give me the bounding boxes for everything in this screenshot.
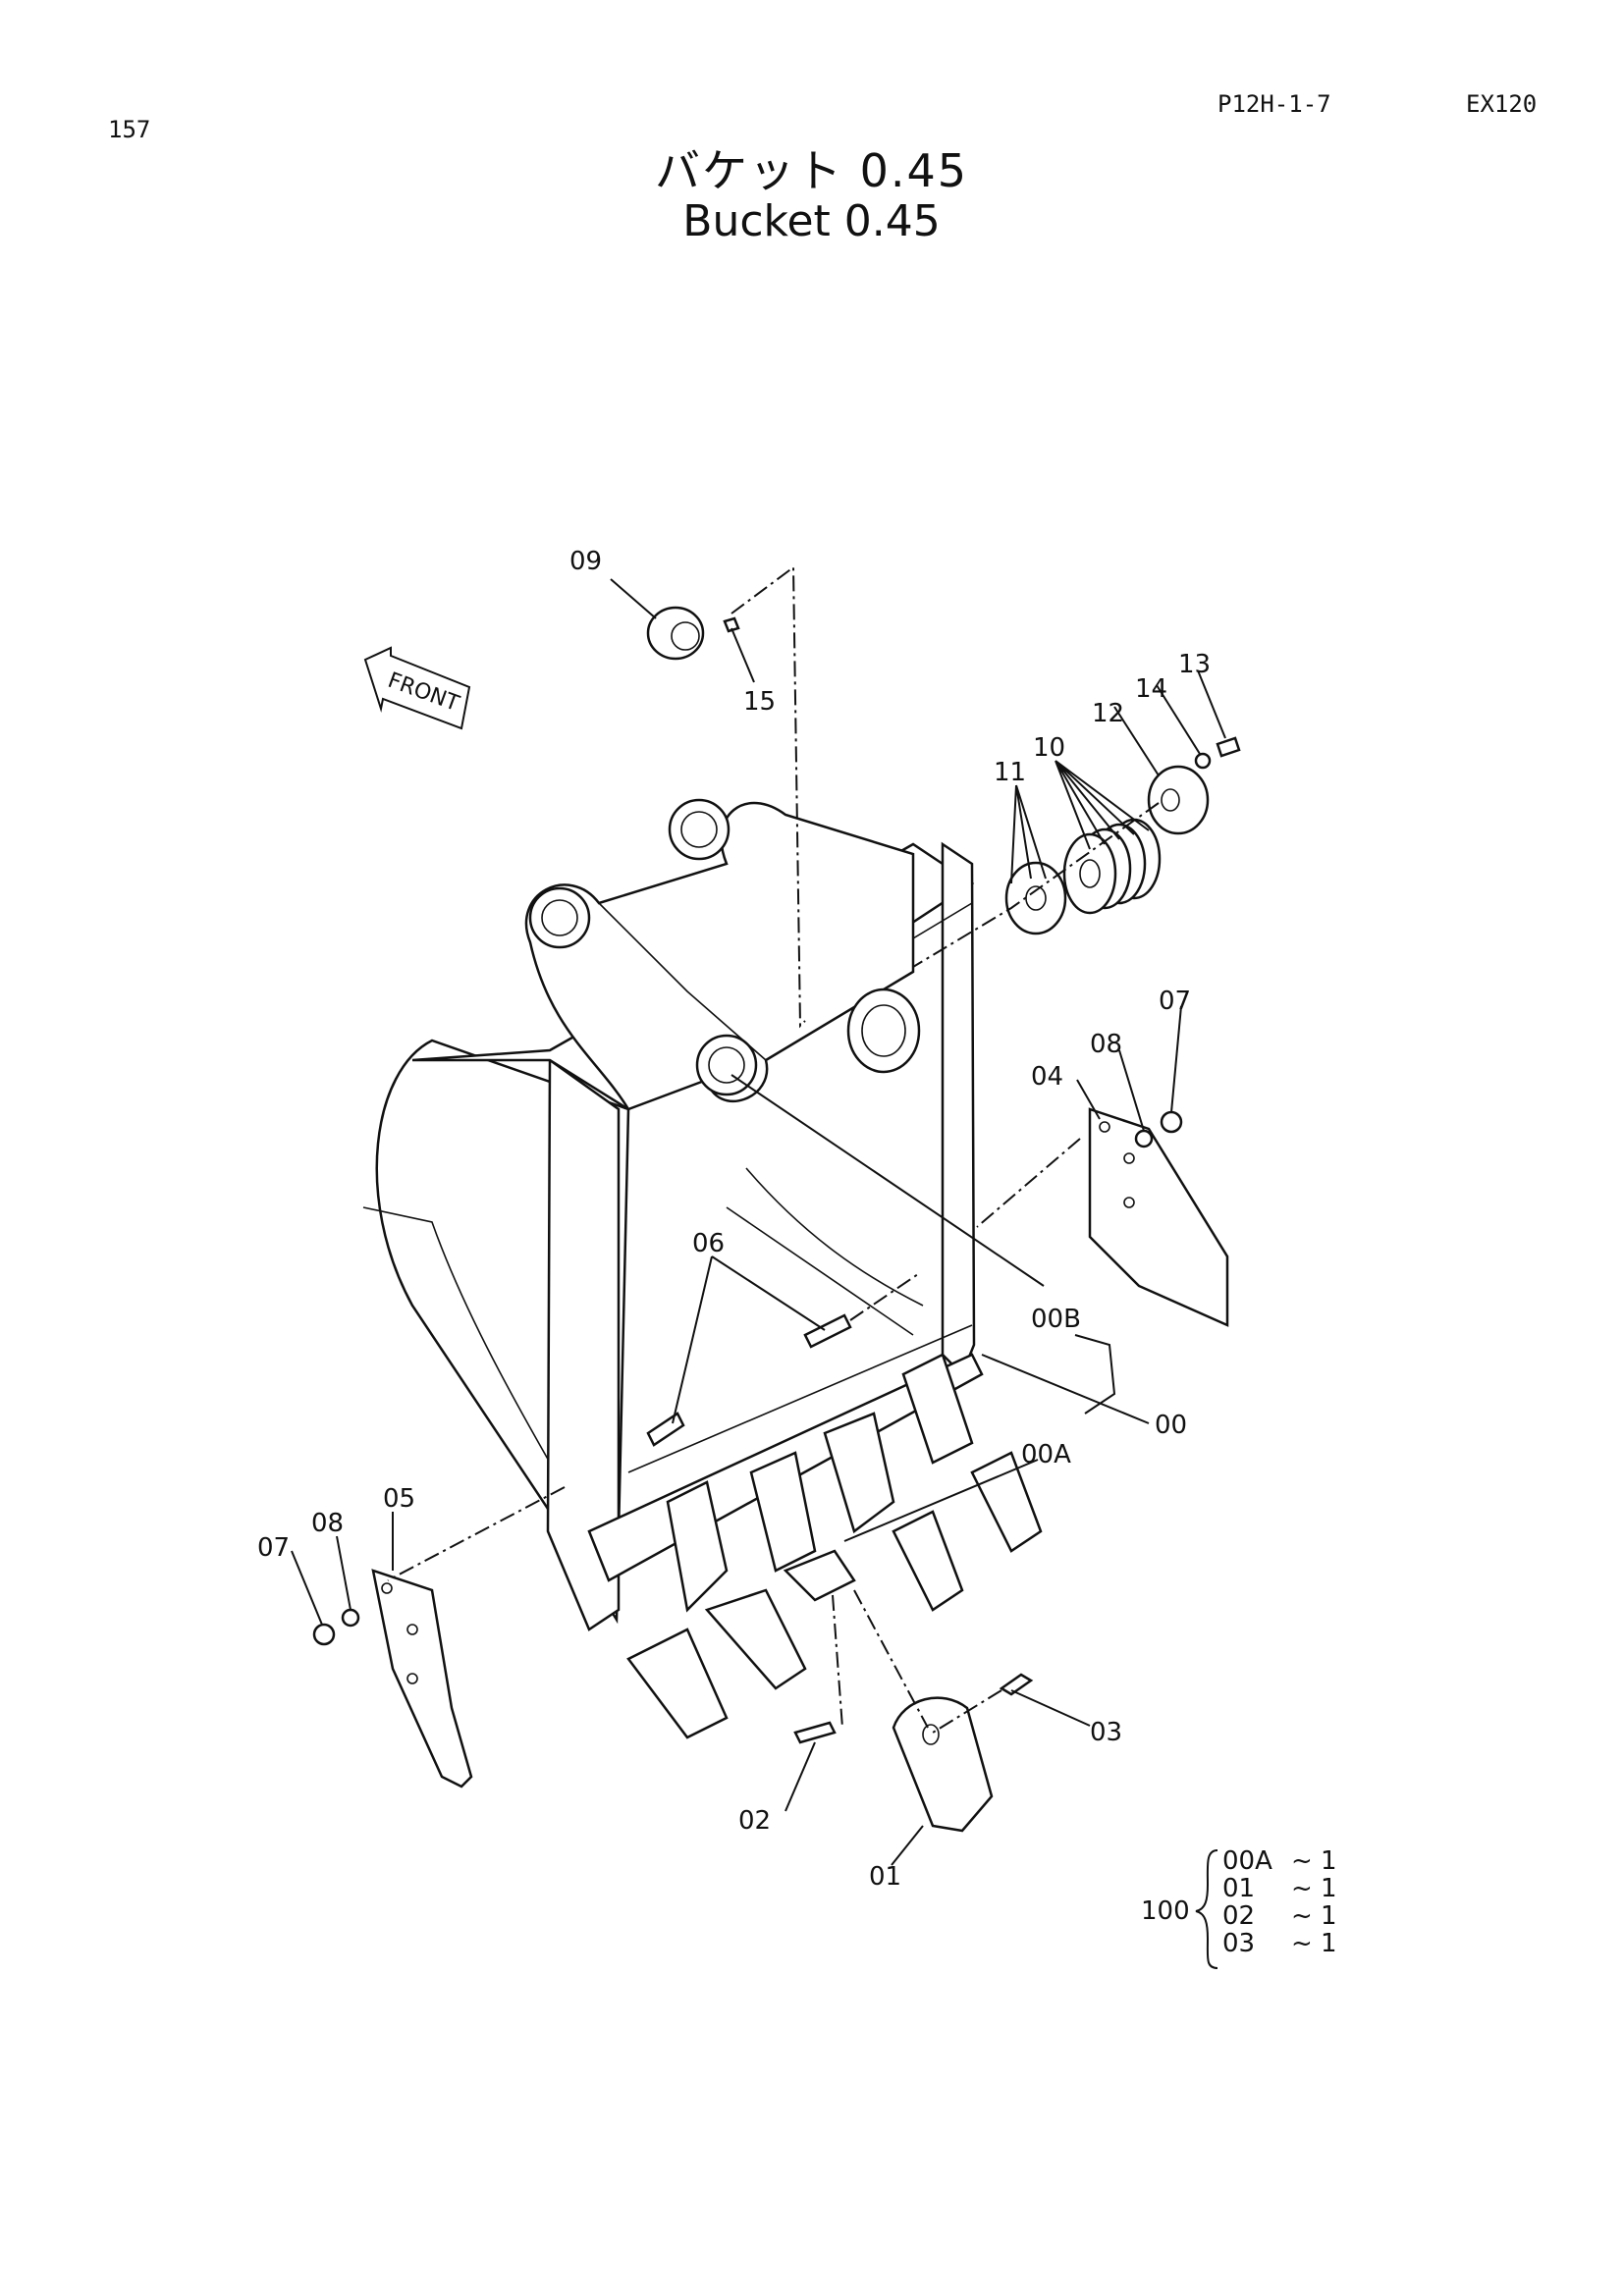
spacer-part <box>1004 861 1067 935</box>
title-english: Bucket 0.45 <box>682 196 941 246</box>
bolt-06-lower <box>646 1412 685 1447</box>
callout-02: 02 <box>738 1806 771 1836</box>
shim-stack <box>1062 818 1162 915</box>
bolt-13 <box>1216 736 1241 758</box>
kit-row-qty: ~ 1 <box>1291 1874 1337 1903</box>
assembly-line-side-cutter-left <box>387 1486 566 1581</box>
callout-09: 09 <box>569 547 602 576</box>
callout-14: 14 <box>1135 674 1167 704</box>
callout-05: 05 <box>383 1484 415 1514</box>
tooth-part <box>892 1696 994 1833</box>
callout-04: 04 <box>1031 1062 1063 1092</box>
kit-brace <box>1195 1849 1218 1969</box>
callout-01: 01 <box>869 1862 901 1892</box>
callout-08-right: 08 <box>1090 1030 1122 1059</box>
nut-07-right <box>1160 1110 1183 1134</box>
washer-08-right <box>1134 1129 1154 1148</box>
boss-part <box>646 606 705 661</box>
kit-row-part: 03 <box>1222 1929 1255 1958</box>
assembly-line-bolt <box>849 1273 919 1321</box>
assembly-line-pin <box>730 565 806 1029</box>
callout-00: 00 <box>1155 1411 1187 1440</box>
callout-12: 12 <box>1092 699 1124 728</box>
bucket-teeth-row <box>626 1353 1043 1739</box>
kit-row-part: 00A <box>1222 1846 1272 1876</box>
front-tag-text: FRONT <box>385 668 463 717</box>
callout-15: 15 <box>743 687 776 717</box>
callout-10: 10 <box>1033 733 1065 763</box>
catalog-code: P12H-1-7 <box>1217 90 1331 118</box>
model-code: EX120 <box>1466 90 1538 118</box>
nut-07-left <box>312 1623 336 1646</box>
bolt-06-upper <box>803 1313 852 1349</box>
retaining-plate <box>1147 765 1210 835</box>
callout-03: 03 <box>1090 1718 1122 1747</box>
assembly-line-side-cutter-right <box>976 1138 1081 1228</box>
side-cutter-right <box>1088 1107 1229 1327</box>
callout-07-right: 07 <box>1159 987 1191 1016</box>
title-japanese: バケット 0.45 <box>654 144 969 197</box>
assembly-line-shims <box>912 802 1160 968</box>
kit-list: 100 00A ~ 1 01 ~ 1 02 ~ 1 03 ~ 1 <box>1141 1846 1337 1969</box>
callout-13: 13 <box>1178 650 1211 679</box>
assembly-line-tooth <box>853 1589 929 1729</box>
kit-row-qty: ~ 1 <box>1291 1929 1337 1958</box>
lock-part <box>793 1721 837 1744</box>
kit-number: 100 <box>1141 1896 1190 1926</box>
leader-lines <box>291 578 1226 1866</box>
washer-08-left <box>341 1608 360 1628</box>
page-number: 157 <box>108 116 151 143</box>
callout-00B: 00B <box>1031 1305 1081 1334</box>
callout-06: 06 <box>692 1229 725 1258</box>
callout-07-left: 07 <box>257 1533 290 1563</box>
kit-row-part: 02 <box>1222 1901 1255 1931</box>
assembly-line-tooth-pin <box>932 1689 1002 1734</box>
kit-row-qty: ~ 1 <box>1291 1901 1337 1931</box>
washer-14 <box>1194 752 1212 770</box>
bucket-mounting-brackets <box>524 798 921 1111</box>
kit-row-part: 01 <box>1222 1874 1255 1903</box>
callout-08-left: 08 <box>311 1509 344 1538</box>
pin-part <box>723 616 740 633</box>
front-arrow-icon: FRONT <box>363 646 471 730</box>
assembly-line-lock <box>832 1594 843 1729</box>
tooth-pin <box>999 1673 1034 1696</box>
callout-11: 11 <box>994 758 1026 787</box>
kit-row-qty: ~ 1 <box>1291 1846 1337 1876</box>
callout-00A: 00A <box>1021 1440 1071 1469</box>
side-cutter-left <box>371 1569 473 1789</box>
